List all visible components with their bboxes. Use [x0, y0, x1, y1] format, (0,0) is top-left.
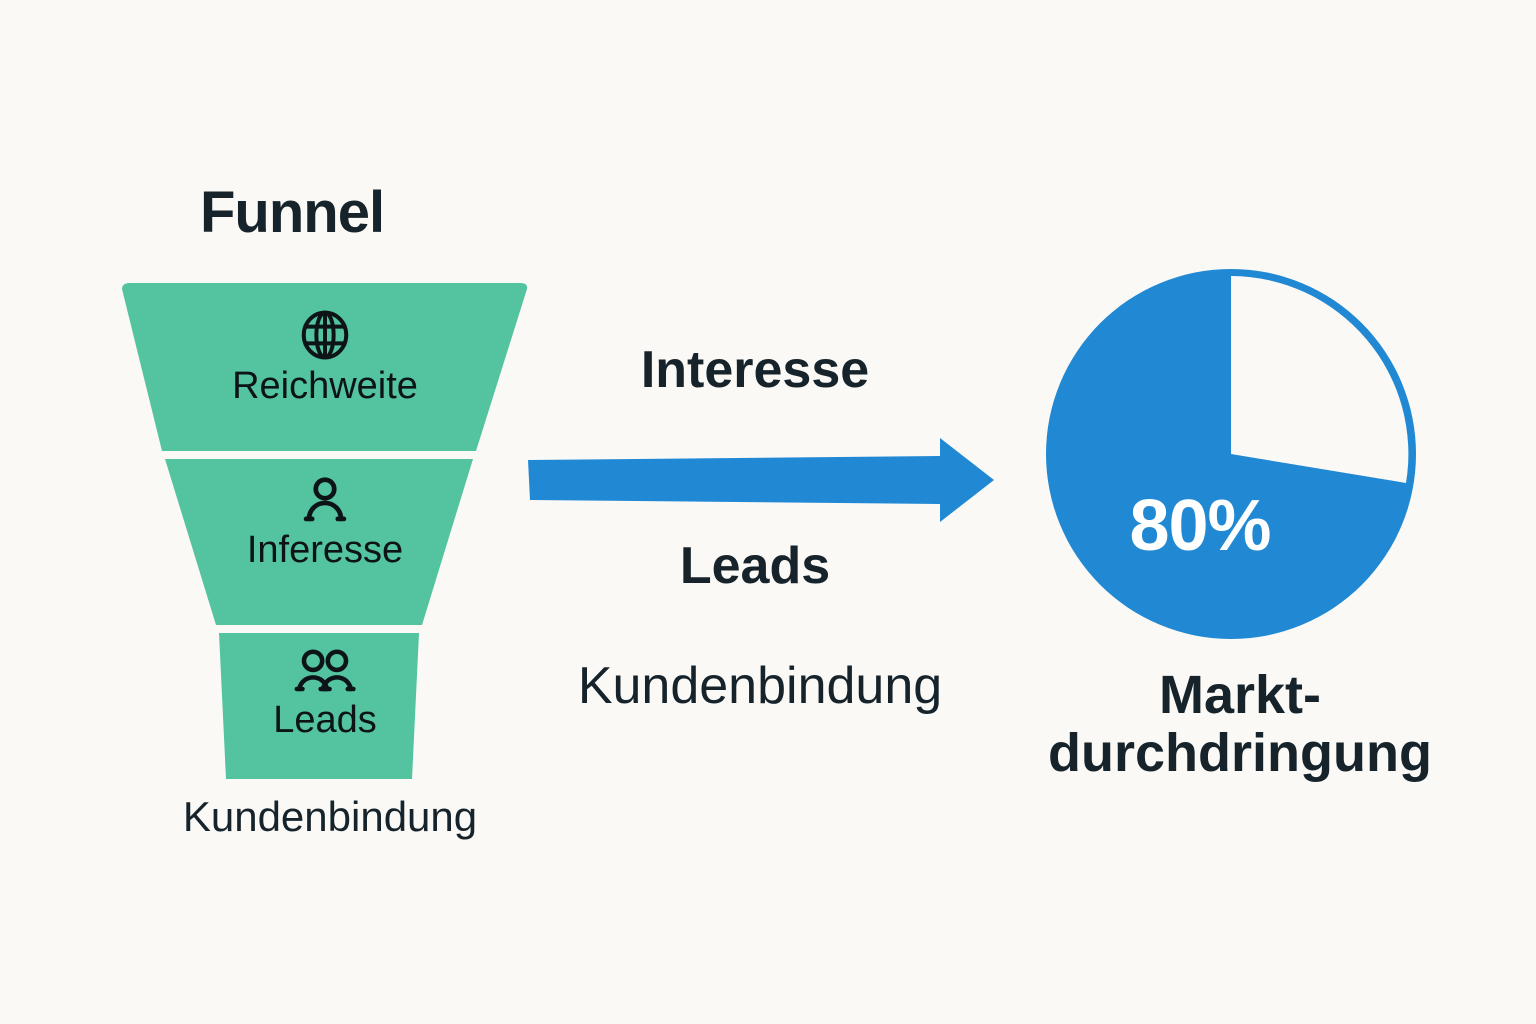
flow-label-leads: Leads [679, 537, 831, 595]
pie-slice-remainder[interactable] [1231, 276, 1409, 483]
flow-label-interesse: Interesse [640, 341, 870, 399]
pie-chart-svg [1046, 269, 1416, 639]
pie-caption-line-2: durchdringung [1048, 723, 1432, 784]
funnel-caption: Kundenbindung [182, 793, 478, 840]
funnel-segment-interest[interactable] [165, 459, 473, 625]
funnel-shape-svg [122, 283, 528, 779]
funnel-diagram: Reichweite Inferesse [110, 275, 540, 795]
market-penetration-pie-chart: 80% [1035, 258, 1435, 658]
arrow-right-icon[interactable] [520, 438, 1000, 524]
pie-caption-line-1: Markt- [1158, 665, 1322, 725]
flow-label-kundenbindung: Kundenbindung [577, 657, 943, 715]
pie-caption: Markt- durchdringung [980, 666, 1500, 783]
funnel-segment-leads[interactable] [219, 633, 419, 779]
funnel-segment-reach[interactable] [122, 283, 528, 451]
funnel-title: Funnel [200, 180, 385, 245]
